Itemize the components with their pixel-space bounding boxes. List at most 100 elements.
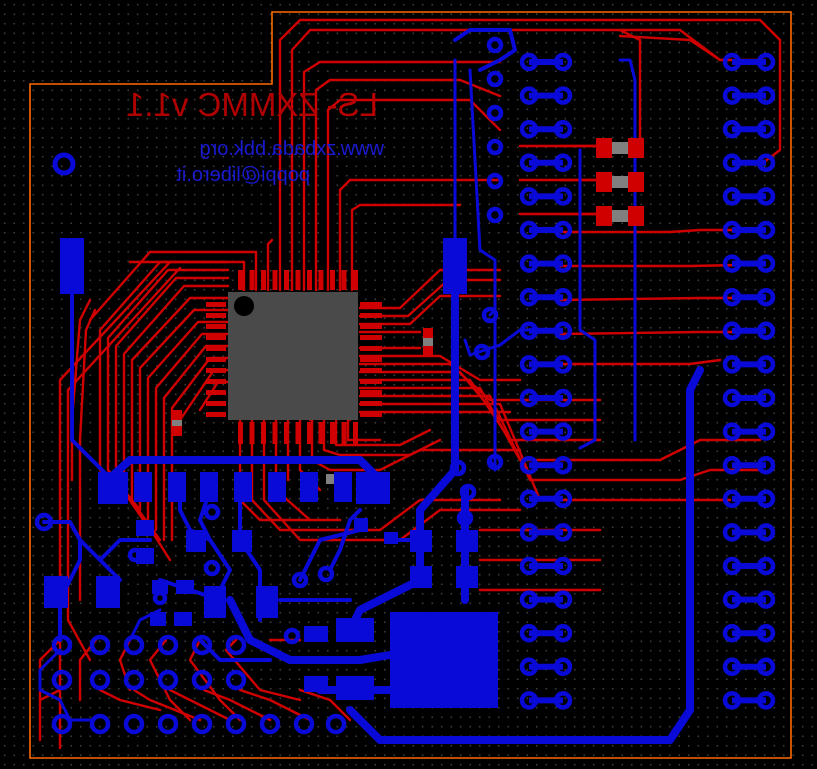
through-hole-pad [259, 713, 281, 735]
through-hole-pad [722, 187, 742, 206]
through-hole-pad [519, 657, 539, 677]
through-hole-pad [519, 52, 539, 72]
through-hole-pad [756, 287, 776, 307]
through-hole-pad [553, 556, 573, 576]
through-hole-pad [293, 713, 315, 735]
through-hole-pad [756, 254, 776, 273]
through-hole-pad [756, 657, 776, 677]
through-hole-pad [519, 355, 539, 374]
through-hole-pad [191, 669, 213, 691]
through-hole-pad [722, 556, 742, 576]
qfp-ic-chip [228, 292, 358, 420]
through-hole-pad [756, 623, 776, 643]
through-hole-pad [756, 590, 776, 609]
qfp-pad-left [206, 324, 226, 329]
through-hole-pad [756, 153, 776, 173]
through-hole-pad [722, 355, 742, 374]
via-pad [283, 627, 301, 645]
through-hole-pad [51, 669, 73, 691]
qfp-pad-right [360, 379, 382, 384]
through-hole-pad [756, 187, 776, 206]
via-pad [486, 104, 504, 122]
qfp-pad-top [330, 270, 335, 290]
through-hole-pad [756, 422, 776, 441]
via-pad [486, 206, 504, 224]
through-hole-pad [89, 713, 111, 735]
qfp-pad-right [360, 346, 382, 351]
through-hole-pad [722, 388, 742, 408]
through-hole-pad [756, 220, 776, 240]
through-hole-pad [722, 623, 742, 643]
qfp-pad-top [318, 270, 324, 290]
through-hole-pad [157, 669, 179, 691]
through-hole-pad [553, 455, 573, 475]
through-hole-pad [225, 669, 247, 691]
board-title-suffix: LS- [326, 86, 378, 123]
through-hole-pad [519, 489, 539, 509]
through-hole-pad [722, 220, 742, 240]
via-pad [486, 172, 504, 190]
through-hole-pad [553, 220, 573, 240]
via-pad [291, 571, 309, 589]
qfp-pad-right [360, 368, 382, 373]
via-pad [481, 306, 499, 324]
qfp-pad-top [261, 270, 266, 290]
through-hole-pad [519, 187, 539, 206]
qfp-pad-bottom [353, 422, 358, 444]
qfp-pad-bottom [307, 422, 312, 444]
through-hole-pad [756, 691, 776, 710]
qfp-pad-left [206, 302, 226, 307]
through-hole-pad [519, 119, 539, 139]
via-pad [486, 138, 504, 156]
through-hole-pad [519, 388, 539, 408]
qfp-pad-top [307, 270, 312, 290]
through-hole-pad [553, 119, 573, 139]
through-hole-pad [519, 153, 539, 173]
through-hole-pad [722, 52, 742, 72]
board-email-text: poppi@libero.it [176, 164, 310, 186]
through-hole-pad [225, 713, 247, 735]
qfp-pad-right [360, 401, 382, 406]
pin1-marker [234, 296, 254, 316]
through-hole-pad [722, 590, 742, 609]
qfp-pad-top [353, 270, 358, 290]
via-pad [486, 36, 504, 54]
qfp-pad-top [249, 270, 255, 290]
qfp-pad-bottom [330, 422, 335, 444]
through-hole-pad [553, 187, 573, 206]
qfp-pad-left [206, 412, 226, 417]
via-pad [486, 453, 504, 471]
through-hole-pad [553, 590, 573, 609]
board-outline [29, 11, 792, 759]
qfp-pad-left [206, 313, 226, 318]
through-hole-pad [756, 388, 776, 408]
through-hole-pad [722, 523, 742, 542]
qfp-pad-left [206, 335, 226, 340]
through-hole-pad [722, 119, 742, 139]
through-hole-pad [756, 455, 776, 475]
through-hole-pad [123, 713, 145, 735]
through-hole-pad [325, 713, 347, 735]
qfp-pad-right [360, 357, 382, 362]
through-hole-pad [756, 523, 776, 542]
via-pad [459, 483, 477, 501]
through-hole-pad [722, 691, 742, 710]
through-hole-pad [519, 321, 539, 341]
through-hole-pad [51, 713, 73, 735]
through-hole-pad [722, 287, 742, 307]
through-hole-pad [519, 455, 539, 475]
qfp-pad-left [206, 401, 226, 406]
through-hole-pad [553, 52, 573, 72]
mounting-hole [52, 152, 76, 176]
smd-pad-mid-tall [443, 238, 467, 294]
small-resistors [172, 328, 433, 484]
qfp-pad-bottom [272, 422, 278, 444]
qfp-pad-bottom [341, 422, 347, 444]
through-hole-pad [553, 523, 573, 542]
qfp-pad-right [360, 412, 382, 417]
qfp-pad-right [360, 390, 382, 395]
board-url-text: www.zxbada.bbk.org [199, 138, 384, 160]
through-hole-pad [553, 623, 573, 643]
through-hole-pad [553, 355, 573, 374]
